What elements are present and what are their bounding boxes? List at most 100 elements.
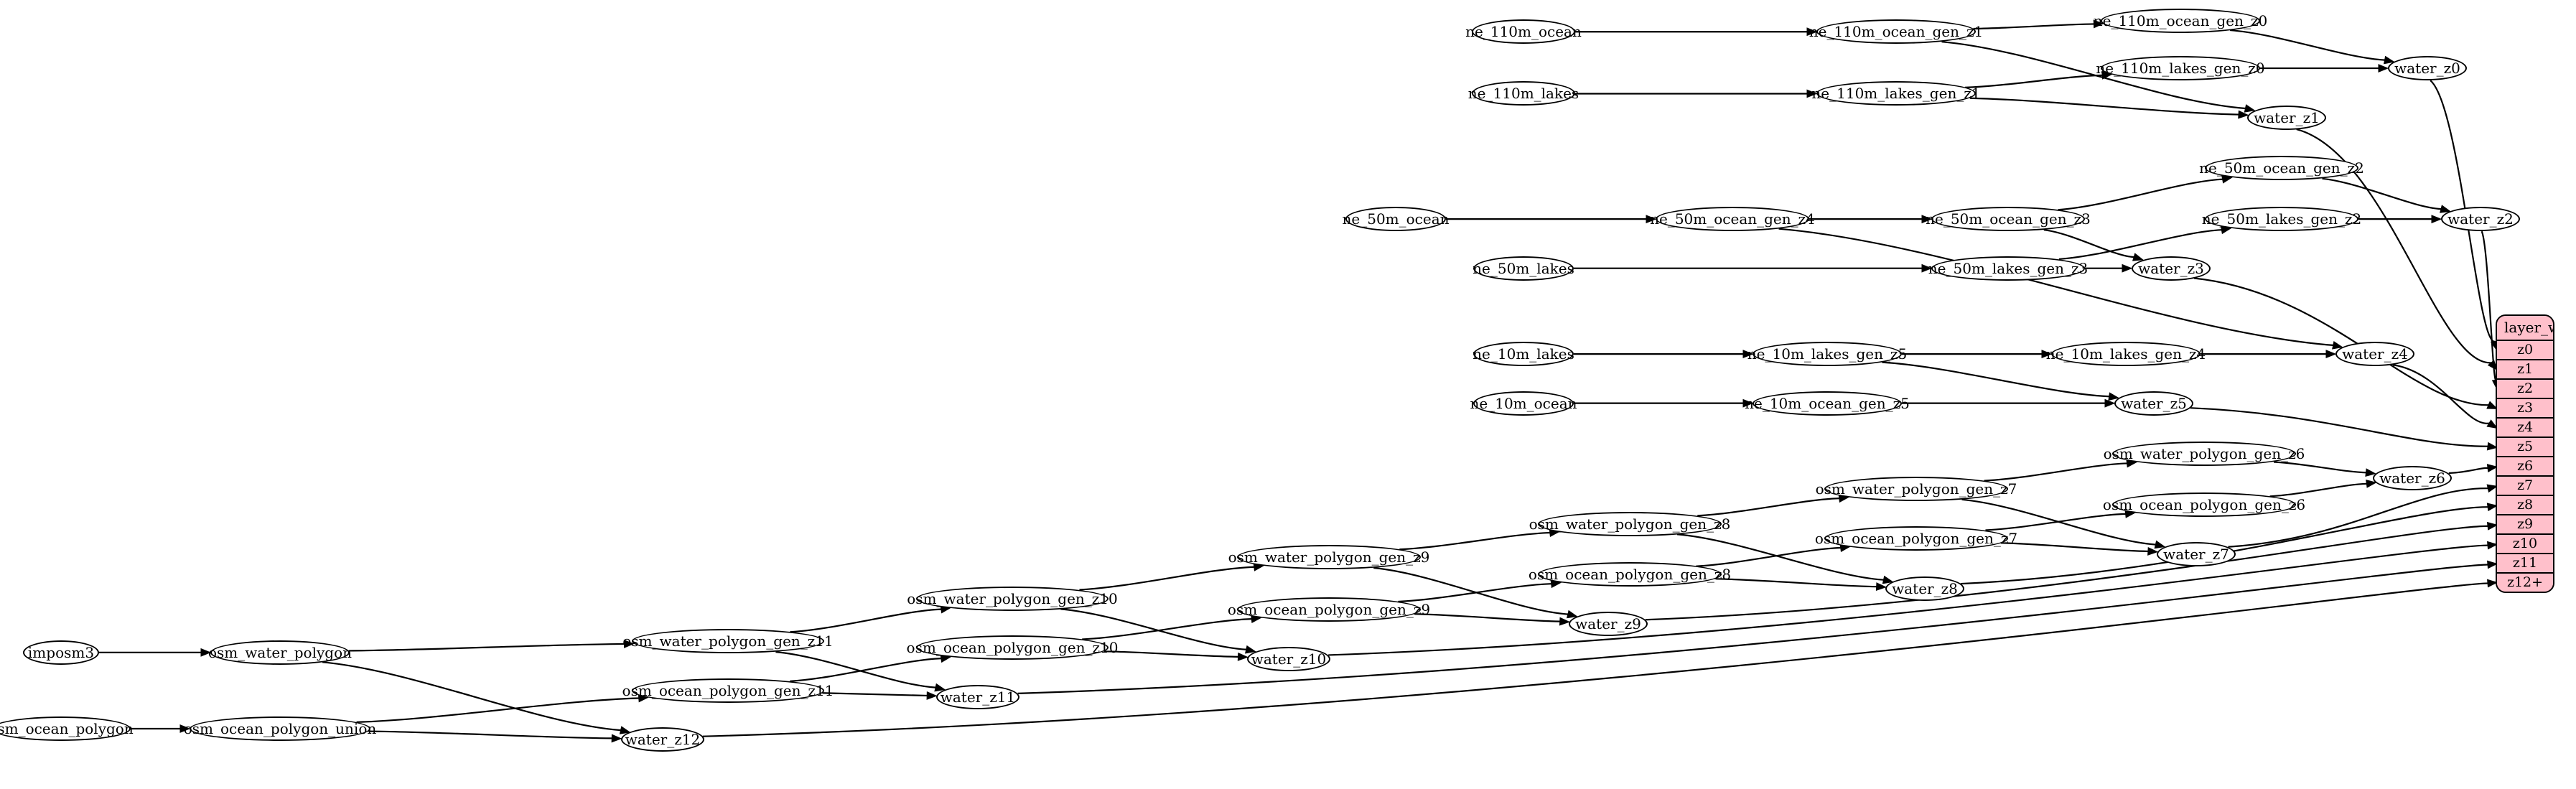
layer-row-z11[interactable]: z11: [2497, 554, 2553, 574]
layer-row-z5[interactable]: z5: [2497, 437, 2553, 457]
graph-node-water_z11[interactable]: water_z11: [936, 684, 1019, 709]
graph-node-imposm3[interactable]: imposm3: [23, 640, 99, 665]
graph-node-label: water_z11: [940, 688, 1016, 706]
graph-node-water_z12[interactable]: water_z12: [621, 727, 704, 752]
layer-row-z4[interactable]: z4: [2497, 418, 2553, 438]
graph-edge: [1882, 361, 2109, 398]
graph-node-ne_50m_ocean[interactable]: ne_50m_ocean: [1343, 207, 1450, 232]
graph-node-ne_10m_lakes_gen_z4[interactable]: ne_10m_lakes_gen_z4: [2046, 342, 2206, 367]
graph-edge: [1103, 650, 1238, 658]
graph-node-ne_50m_lakes_gen_z2[interactable]: ne_50m_lakes_gen_z2: [2202, 207, 2361, 232]
graph-edge: [2000, 542, 2148, 553]
graph-edge: [790, 658, 941, 682]
layer-row-z10[interactable]: z10: [2497, 534, 2553, 554]
graph-edge-arrowhead: [2325, 350, 2337, 359]
graph-node-water_z8[interactable]: water_z8: [1885, 576, 1964, 602]
graph-node-ne_50m_lakes[interactable]: ne_50m_lakes: [1473, 256, 1574, 281]
graph-edge: [2448, 467, 2488, 475]
layer-row-z2[interactable]: z2: [2497, 379, 2553, 399]
graph-edge: [1398, 583, 1551, 603]
graph-node-water_z6[interactable]: water_z6: [2373, 465, 2452, 490]
graph-node-osm_ocean_polygon_gen_z8[interactable]: osm_ocean_polygon_gen_z8: [1529, 562, 1731, 587]
layer-row-z0[interactable]: z0: [2497, 340, 2553, 360]
graph-node-osm_ocean_polygon_gen_z7[interactable]: osm_ocean_polygon_gen_z7: [1815, 526, 2017, 551]
graph-edge: [1973, 23, 2094, 30]
graph-edge: [1399, 531, 1550, 551]
graph-node-label: water_z9: [1575, 615, 1641, 633]
layer-row-z9[interactable]: z9: [2497, 515, 2553, 535]
graph-edge-arrowhead: [1559, 617, 1571, 626]
graph-node-ne_110m_lakes_gen_z1[interactable]: ne_110m_lakes_gen_z1: [1811, 81, 1981, 106]
layer-row-z7[interactable]: z7: [2497, 476, 2553, 496]
graph-node-ne_50m_lakes_gen_z3[interactable]: ne_50m_lakes_gen_z3: [1928, 256, 2089, 281]
graph-node-water_z9[interactable]: water_z9: [1569, 612, 1648, 637]
graph-node-ne_50m_ocean_gen_z3[interactable]: ne_50m_ocean_gen_z3: [1926, 207, 2091, 232]
graph-edge-arrowhead: [2104, 398, 2116, 408]
layer-row-z3[interactable]: z3: [2497, 398, 2553, 419]
graph-edge-arrowhead: [2147, 546, 2159, 556]
graph-node-osm_ocean_polygon_union[interactable]: osm_ocean_polygon_union: [184, 716, 376, 741]
graph-edge: [2481, 230, 2497, 381]
layer-row-z6[interactable]: z6: [2497, 457, 2553, 477]
graph-node-osm_ocean_polygon_gen_z9[interactable]: osm_ocean_polygon_gen_z9: [1228, 597, 1430, 622]
graph-node-label: ne_50m_ocean_gen_z4: [1650, 210, 1815, 228]
graph-node-osm_water_polygon[interactable]: osm_water_polygon: [208, 640, 352, 665]
graph-edge-arrowhead: [1237, 652, 1249, 661]
graph-node-water_z4[interactable]: water_z4: [2335, 342, 2414, 367]
graph-node-ne_110m_ocean_gen_z1[interactable]: ne_110m_ocean_gen_z1: [1809, 19, 1983, 45]
graph-node-osm_ocean_polygon[interactable]: osm_ocean_polygon: [0, 716, 134, 741]
graph-node-osm_water_polygon_gen_z9[interactable]: osm_water_polygon_gen_z9: [1228, 545, 1429, 570]
graph-node-ne_110m_lakes_gen_z0[interactable]: ne_110m_lakes_gen_z0: [2096, 56, 2265, 81]
graph-node-water_z0[interactable]: water_z0: [2388, 56, 2467, 81]
graph-node-label: ne_110m_lakes_gen_z1: [1811, 85, 1981, 103]
graph-node-water_z1[interactable]: water_z1: [2247, 105, 2326, 130]
graph-edge: [2322, 177, 2442, 210]
graph-node-label: ne_50m_lakes_gen_z3: [1928, 259, 2089, 277]
graph-node-osm_water_polygon_gen_z8[interactable]: osm_water_polygon_gen_z8: [1529, 511, 1730, 536]
graph-node-ne_10m_ocean_gen_z5[interactable]: ne_10m_ocean_gen_z5: [1745, 391, 1910, 416]
graph-node-label: water_z10: [1251, 650, 1327, 668]
layer-row-z8[interactable]: z8: [2497, 495, 2553, 515]
graph-node-ne_110m_ocean_gen_z0[interactable]: ne_110m_ocean_gen_z0: [2094, 8, 2267, 33]
graph-node-osm_water_polygon_gen_z6[interactable]: osm_water_polygon_gen_z6: [2104, 442, 2305, 467]
graph-edge-arrowhead: [611, 734, 622, 743]
layer-water-table[interactable]: layer_water z0z1z2z3z4z5z6z7z8z9z10z11z1…: [2496, 314, 2554, 593]
graph-edge: [1778, 228, 2333, 346]
graph-edge: [2392, 364, 2490, 424]
graph-node-label: water_z6: [2379, 469, 2445, 487]
graph-node-osm_water_polygon_gen_z10[interactable]: osm_water_polygon_gen_z10: [907, 586, 1118, 611]
graph-node-osm_water_polygon_gen_z7[interactable]: osm_water_polygon_gen_z7: [1816, 477, 2017, 502]
graph-node-label: water_z0: [2394, 60, 2460, 78]
graph-edge: [1697, 498, 1839, 517]
graph-node-ne_50m_ocean_gen_z2[interactable]: ne_50m_ocean_gen_z2: [2199, 156, 2364, 181]
layer-row-z1[interactable]: z1: [2497, 360, 2553, 380]
graph-node-label: ne_10m_ocean: [1470, 394, 1577, 412]
graph-node-label: osm_water_polygon_gen_z10: [907, 589, 1118, 607]
graph-node-label: water_z12: [625, 731, 701, 749]
graph-node-water_z10[interactable]: water_z10: [1247, 646, 1330, 671]
graph-node-water_z5[interactable]: water_z5: [2114, 391, 2193, 416]
graph-node-label: osm_ocean_polygon_gen_z6: [2102, 496, 2306, 514]
graph-node-ne_10m_ocean[interactable]: ne_10m_ocean: [1470, 391, 1577, 416]
layer-row-z12+[interactable]: z12+: [2497, 573, 2553, 592]
graph-node-ne_110m_ocean[interactable]: ne_110m_ocean: [1465, 19, 1582, 45]
graph-node-water_z2[interactable]: water_z2: [2441, 207, 2520, 232]
graph-edge: [1964, 74, 2103, 88]
graph-node-ne_10m_lakes[interactable]: ne_10m_lakes: [1473, 342, 1574, 367]
graph-node-osm_ocean_polygon_gen_z6[interactable]: osm_ocean_polygon_gen_z6: [2103, 492, 2305, 518]
graph-node-ne_50m_ocean_gen_z4[interactable]: ne_50m_ocean_gen_z4: [1650, 207, 1815, 232]
graph-node-label: osm_water_polygon_gen_z9: [1228, 548, 1430, 566]
graph-node-ne_110m_lakes[interactable]: ne_110m_lakes: [1468, 81, 1579, 106]
graph-node-label: osm_water_polygon_gen_z6: [2103, 445, 2305, 463]
graph-node-osm_ocean_polygon_gen_z10[interactable]: osm_ocean_polygon_gen_z10: [907, 635, 1118, 660]
graph-node-water_z3[interactable]: water_z3: [2132, 256, 2211, 281]
graph-node-label: osm_ocean_polygon_gen_z8: [1528, 566, 1732, 584]
graph-node-ne_10m_lakes_gen_z5[interactable]: ne_10m_lakes_gen_z5: [1747, 342, 1907, 367]
graph-node-label: water_z5: [2121, 394, 2187, 412]
graph-node-label: water_z7: [2163, 545, 2229, 563]
graph-node-label: osm_ocean_polygon: [0, 719, 134, 737]
graph-node-water_z7[interactable]: water_z7: [2157, 541, 2236, 566]
graph-node-osm_water_polygon_gen_z11[interactable]: osm_water_polygon_gen_z11: [622, 629, 834, 654]
graph-node-osm_ocean_polygon_gen_z11[interactable]: osm_ocean_polygon_gen_z11: [622, 678, 834, 703]
